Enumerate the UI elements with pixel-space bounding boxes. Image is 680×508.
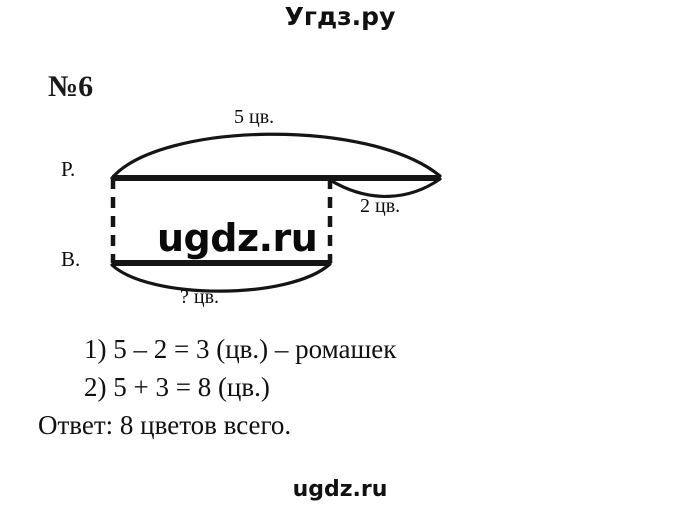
solution-line-1: 1) 5 – 2 = 3 (цв.) – ромашек [84, 334, 397, 364]
diagram-row-label-v: В. [61, 247, 81, 271]
diagram-label-bottom: ? цв. [180, 286, 220, 308]
bar-model-svg [110, 132, 442, 293]
diagram-label-right: 2 цв. [360, 195, 401, 217]
watermark-center: ugdz.ru [157, 216, 318, 260]
brace-arc-top [110, 132, 442, 180]
solution-line-2: 2) 5 + 3 = 8 (цв.) [84, 372, 270, 402]
site-logo-top: Угдз.ру [284, 2, 396, 31]
diagram-row-label-r: Р. [61, 157, 76, 181]
bar-model-diagram: 5 цв. 2 цв. ? цв. Р. В. [40, 100, 480, 330]
site-logo-bottom: ugdz.ru [292, 477, 388, 502]
brace-arc-bottom [110, 262, 332, 293]
task-number: №6 [48, 70, 94, 103]
solution-answer: Ответ: 8 цветов всего. [38, 410, 292, 440]
brace-arc-right [328, 177, 442, 198]
solution-block: 1) 5 – 2 = 3 (цв.) – ромашек 2) 5 + 3 = … [0, 330, 680, 444]
diagram-label-top: 5 цв. [234, 106, 275, 128]
